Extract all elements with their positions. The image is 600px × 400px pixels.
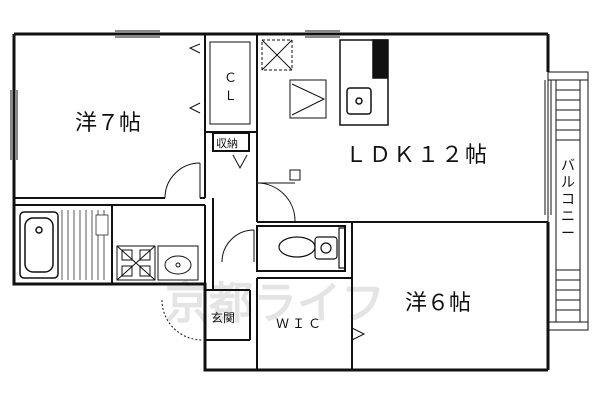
- label-entrance: 玄関: [211, 310, 235, 325]
- label-balcony: バ ル コ ニ ー: [561, 158, 579, 242]
- watermark-logo: 京都ライフ: [165, 278, 385, 329]
- label-western-7: 洋７帖: [75, 111, 141, 136]
- kitchen-counter: [339, 39, 389, 126]
- label-closet: Ｃ Ｌ: [224, 71, 241, 104]
- closet-doors: [188, 41, 251, 125]
- bathtub: [19, 211, 59, 279]
- ldk-fixtures: [261, 39, 327, 119]
- door-swings: [161, 154, 366, 341]
- bath-tile-pattern: [61, 210, 109, 280]
- toilet: [278, 227, 346, 269]
- label-wic: ＷＩＣ: [276, 317, 324, 332]
- watermark-text: 京都ライフ: [165, 278, 385, 329]
- label-storage: 収納: [216, 137, 238, 150]
- laundry-fixtures: [116, 245, 199, 281]
- window-marks: [10, 30, 552, 215]
- interior-walls: [14, 34, 548, 370]
- label-western-6: 洋６帖: [405, 291, 471, 316]
- label-ldk-12: ＬＤＫ１２帖: [345, 143, 489, 168]
- balcony: [547, 71, 589, 331]
